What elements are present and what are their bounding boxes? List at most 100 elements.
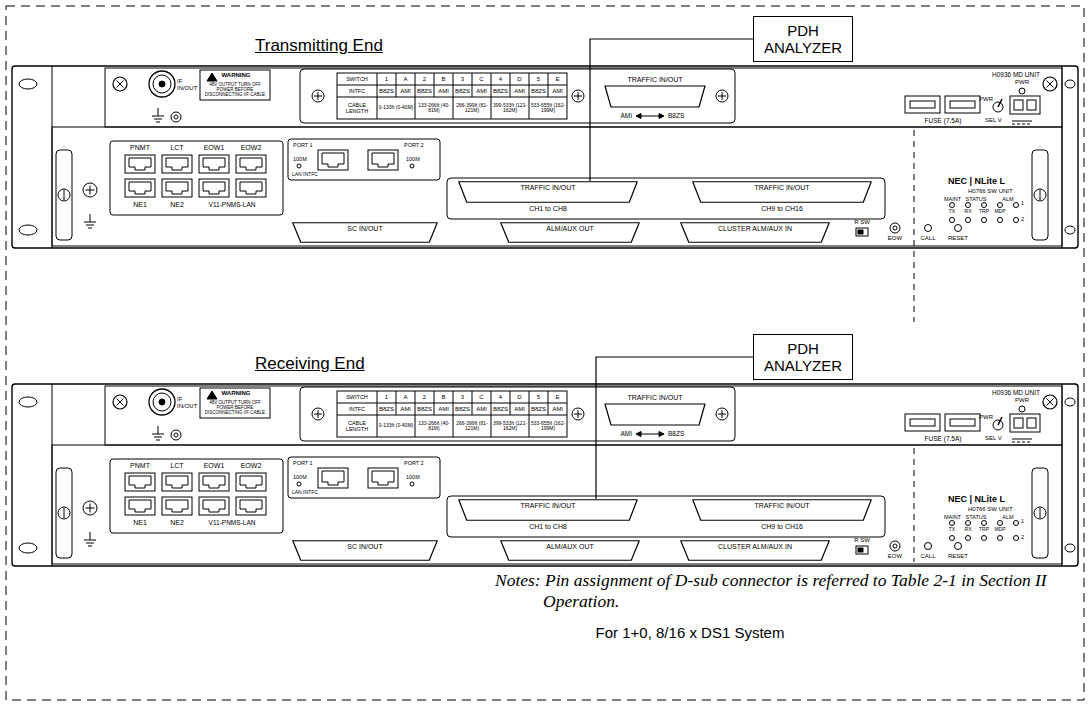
led [950, 203, 955, 208]
signal-connector [590, 39, 753, 181]
led-label: TRP [979, 527, 989, 533]
led [1014, 521, 1019, 526]
led [982, 218, 987, 223]
connector-label: TRAFFIC IN/OUT [754, 184, 809, 192]
table-cell: A [396, 73, 415, 85]
handle [1032, 150, 1048, 240]
rj45-jack [199, 497, 229, 515]
table-cell: AMI [548, 403, 567, 415]
screw-slot [574, 92, 582, 100]
rj45-jack [162, 155, 192, 173]
port-block [110, 459, 283, 533]
screw-slot [314, 410, 322, 418]
rack-unit [12, 384, 1078, 566]
rj45-socket [240, 182, 262, 194]
table-cell: E [548, 73, 567, 85]
connector-label: TRAFFIC IN/OUT [627, 394, 682, 402]
eow-jack [893, 226, 897, 230]
table-grid [415, 415, 416, 437]
fuse [950, 101, 975, 108]
power-pin [1027, 100, 1036, 110]
eow-jack [893, 544, 897, 548]
table-cell: 533-655ft (162-199M) [529, 97, 567, 119]
table-cell: 2 [415, 73, 434, 85]
led [1019, 406, 1025, 412]
dsub-connector: SC IN/OUT [292, 222, 438, 243]
switch-label: R SW [854, 537, 870, 544]
screw [716, 90, 728, 102]
power-switch-lever [998, 417, 1002, 425]
table-grid [337, 73, 567, 119]
rj45-jack [125, 155, 155, 173]
table-cell: AMI [548, 85, 567, 97]
ground-terminal [171, 430, 181, 440]
connector-label: SC IN/OUT [347, 543, 382, 551]
caption: For 1+0, 8/16 x DS1 System [596, 624, 785, 641]
led [297, 482, 301, 486]
led [1014, 536, 1019, 541]
table-cell: 266-399ft (81-121M) [453, 415, 491, 437]
led [410, 164, 414, 168]
handle [56, 150, 72, 240]
led-label: 2 [1021, 534, 1024, 540]
handle-screw [1034, 507, 1046, 519]
table-cell: INTFC [337, 85, 377, 97]
table-cell: B8ZS [491, 85, 510, 97]
led-label: STATUS [966, 196, 987, 202]
dsub-shell [681, 541, 830, 561]
fuse [910, 419, 935, 426]
fuse-holder [945, 414, 980, 431]
rj45-jack [162, 179, 192, 197]
table-cell: B8ZS [415, 85, 434, 97]
led-label: PWR [1015, 79, 1029, 86]
lan-port-block [288, 457, 440, 498]
unit-name: H0936 MD UNIT [992, 71, 1040, 78]
handle-screw [64, 190, 65, 200]
dsub-connector: TRAFFIC IN/OUTCH9 to CH16 [692, 499, 872, 534]
connector-label: TRAFFIC IN/OUT [520, 184, 575, 192]
dashed-frame [6, 6, 1084, 700]
rj45-socket [372, 153, 394, 167]
rj45-socket [129, 500, 151, 512]
lan-port-block [288, 139, 440, 180]
table-grid [510, 73, 511, 97]
handle-screw [64, 508, 65, 518]
dsub-connector [605, 404, 705, 425]
mount-hole [1065, 398, 1075, 406]
button-label: RESET [948, 235, 968, 242]
fuse-holder [905, 414, 940, 431]
dsub-connector: SC IN/OUT [292, 540, 438, 561]
table-cell: B8ZS [377, 403, 396, 415]
dc-symbol [1012, 124, 1032, 125]
table-cell: AMI [396, 85, 415, 97]
rj45-socket [166, 182, 188, 194]
port-label: V11-PNMS-LAN [209, 519, 256, 526]
mount-hole [19, 225, 37, 235]
section-heading: Transmitting End [255, 36, 383, 56]
rj45-socket [203, 158, 225, 170]
dsub-connector: CLUSTER ALM/AUX IN [680, 540, 830, 561]
led-label: STATUS [966, 514, 987, 520]
eow-jack [890, 541, 900, 551]
warning-box [200, 70, 270, 100]
coax-connector [149, 71, 175, 97]
led [982, 536, 987, 541]
ground-symbol [152, 426, 164, 440]
table-cell: B8ZS [529, 85, 548, 97]
dsub-shell [293, 541, 438, 561]
ground-symbol [152, 108, 164, 122]
note-text: Notes: Pin assignment of D-sub connector… [495, 570, 1080, 612]
connector-label: CLUSTER ALM/AUX IN [718, 543, 792, 551]
rj45-jack [125, 179, 155, 197]
port-label: EOW1 [204, 462, 225, 470]
port-label: PNMT [130, 144, 150, 152]
connector-label: TRAFFIC IN/OUT [754, 502, 809, 510]
dsub-shell [501, 541, 640, 561]
led [998, 536, 1003, 541]
ground-terminal [174, 433, 178, 437]
screw-slot [1047, 399, 1054, 406]
rj45-jack [125, 473, 155, 491]
channel-label: CH1 to CH8 [529, 205, 567, 213]
table-cell: 399-533ft (121-162M) [491, 97, 529, 119]
table-cell: CABLE LENGTH [337, 97, 377, 119]
